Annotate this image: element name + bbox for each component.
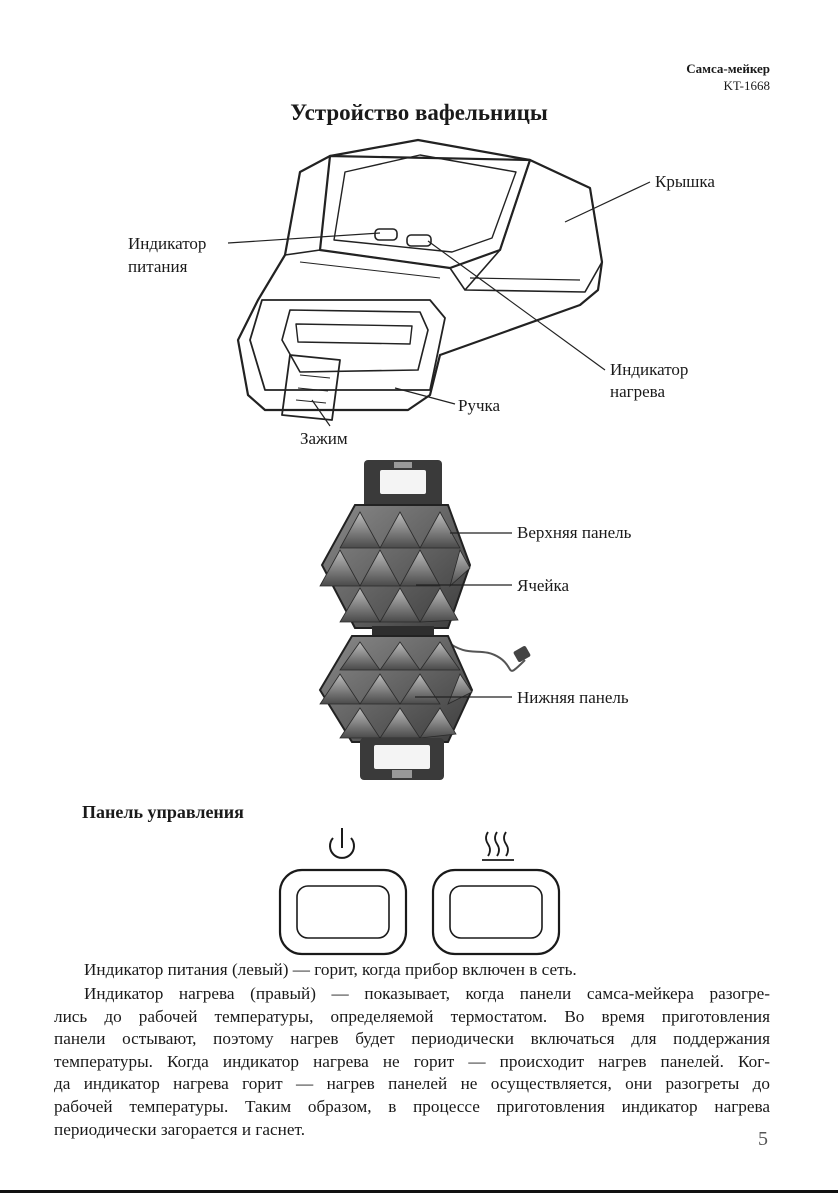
leader-latch xyxy=(311,399,331,427)
heat-icon xyxy=(482,831,514,861)
appliance-diagram xyxy=(227,138,651,427)
header-model-number: KT-1668 xyxy=(723,78,770,93)
text-line: температуры. Когда индикатор нагрева не … xyxy=(54,1051,770,1071)
text-line: лись до рабочей температуры, определяемо… xyxy=(54,1006,770,1026)
text-line: да индикатор нагрева горит — нагрев пане… xyxy=(54,1074,770,1094)
label-handle: Ручка xyxy=(458,396,501,415)
label-heat-indicator-line2: нагрева xyxy=(610,382,666,401)
power-indicator-button xyxy=(278,868,408,956)
leader-power-indicator xyxy=(227,232,381,244)
header-product-name: Самса-мейкер xyxy=(686,61,770,76)
control-panel-heading: Панель управления xyxy=(82,802,244,822)
label-upper-panel: Верхняя панель xyxy=(517,523,632,542)
label-lower-panel: Нижняя панель xyxy=(517,688,629,707)
leader-lid xyxy=(564,181,651,223)
control-panel-diagram xyxy=(278,828,561,956)
text-line: рабочей температуры. Таким образом, в пр… xyxy=(54,1096,770,1116)
text-line: панели остывают, поэтому нагрев будет пе… xyxy=(54,1029,770,1049)
power-indicator-light xyxy=(374,228,398,241)
power-icon xyxy=(329,828,355,859)
label-heat-indicator-line1: Индикатор xyxy=(610,360,689,379)
lid-panel xyxy=(333,154,517,253)
shell-right xyxy=(464,159,603,293)
text-line: Индикатор нагрева (правый) — показывает,… xyxy=(84,984,770,1003)
text-line: Индикатор питания (левый) — горит, когда… xyxy=(84,960,577,979)
handle-outline xyxy=(249,299,446,391)
leader-heat-indicator xyxy=(427,240,606,371)
label-power-indicator-line1: Индикатор xyxy=(128,234,207,253)
heat-indicator-light xyxy=(406,234,432,247)
label-cell: Ячейка xyxy=(517,576,570,595)
paragraph-heat-indicator: Индикатор нагрева (правый) — показывает,… xyxy=(54,983,770,1141)
label-latch: Зажим xyxy=(300,429,348,448)
label-power-indicator-line2: питания xyxy=(128,257,188,276)
heat-indicator-button xyxy=(431,868,561,956)
leader-handle xyxy=(394,387,456,405)
upper-plate-cells xyxy=(319,511,471,623)
label-lid: Крышка xyxy=(655,172,715,191)
page-number: 5 xyxy=(758,1128,768,1150)
bottom-rule xyxy=(0,1190,838,1193)
text-line: периодически загорается и гаснет. xyxy=(54,1119,306,1139)
open-appliance-photo xyxy=(318,460,531,780)
page-title: Устройство вафельницы xyxy=(290,100,548,125)
paragraph-power-indicator: Индикатор питания (левый) — горит, когда… xyxy=(54,959,770,982)
power-cord xyxy=(444,639,526,672)
latch-clip xyxy=(281,354,341,421)
